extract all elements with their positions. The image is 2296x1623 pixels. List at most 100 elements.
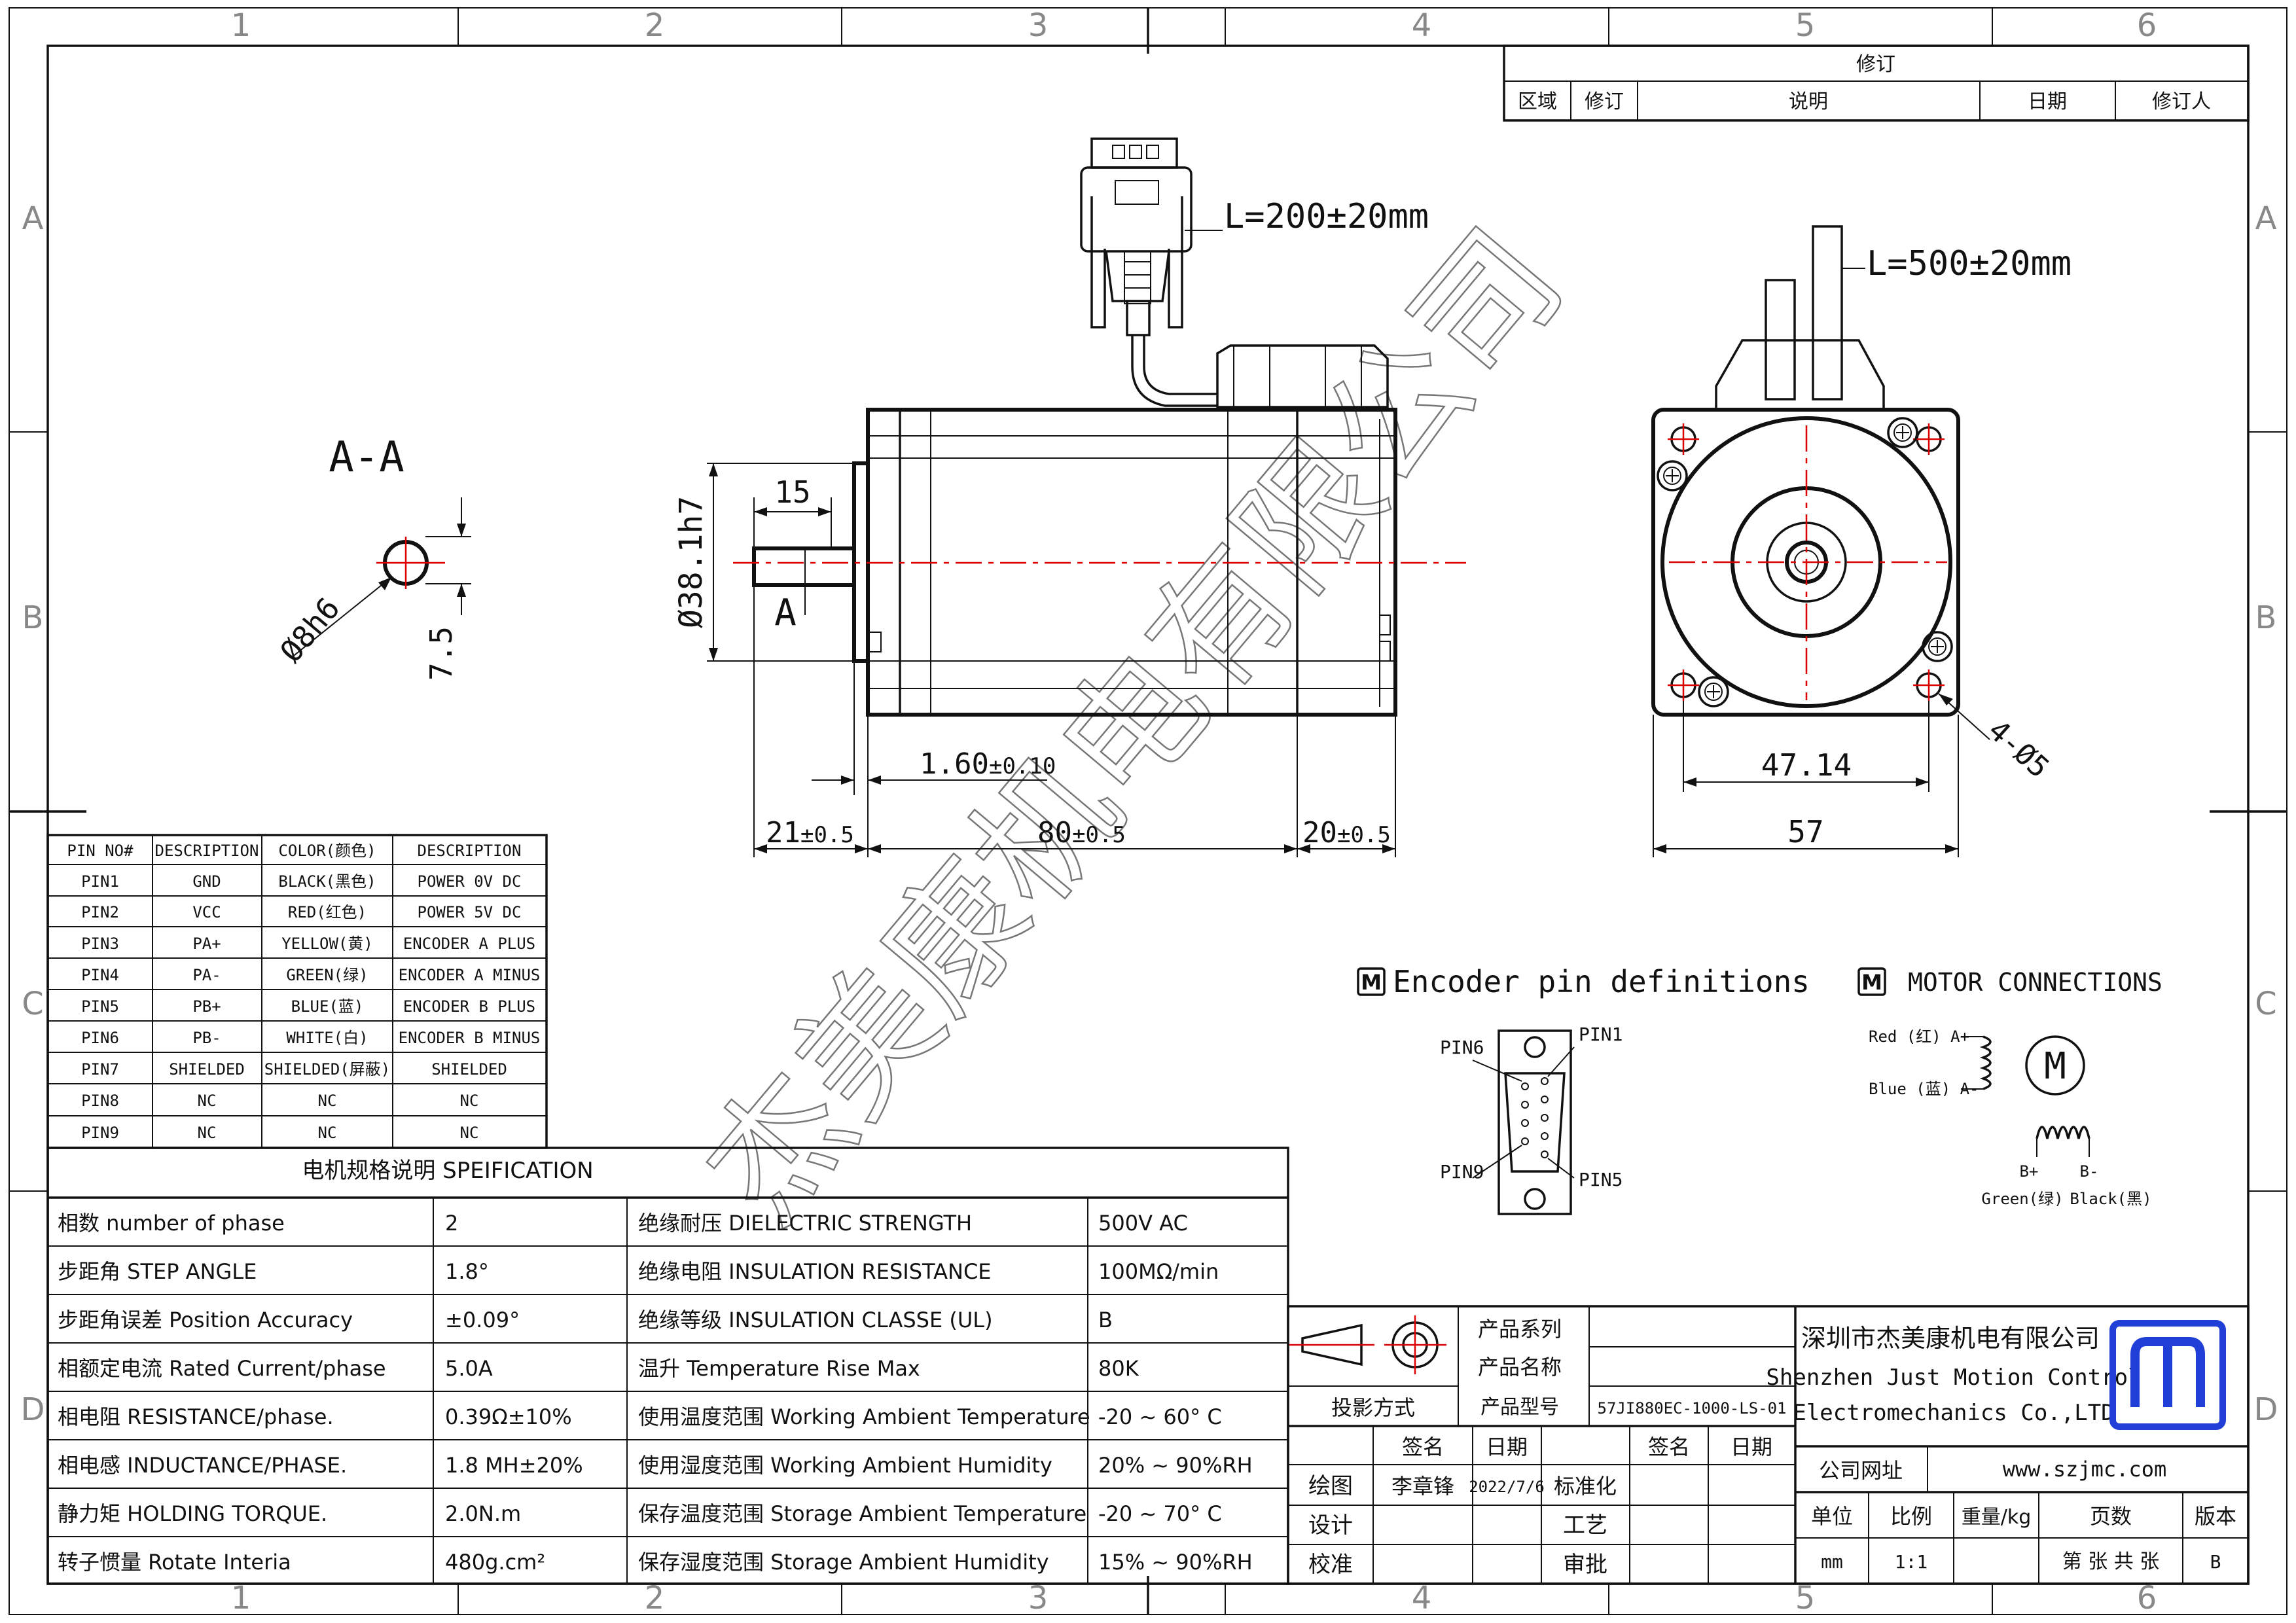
design-label: 设计 xyxy=(1308,1512,1353,1539)
spec-table-cell: -20 ~ 70° C xyxy=(1098,1501,1222,1526)
zone-col-6: 6 xyxy=(2137,7,2157,44)
spec-table-cell: 转子惯量 Rotate Interia xyxy=(58,1550,291,1575)
flange-screws xyxy=(1657,417,1953,707)
version-label: 版本 xyxy=(2195,1504,2236,1529)
pin-table-header: DESCRIPTION xyxy=(418,842,522,860)
watermark-text: 杰美康机电有限公司 xyxy=(675,201,1593,1251)
weight-label: 重量/kg xyxy=(1962,1506,2032,1529)
brand-icon-small: M xyxy=(1361,970,1382,995)
spec-table-cell: 相额定电流 Rated Current/phase xyxy=(58,1356,386,1381)
db9-connector-plug xyxy=(1080,137,1217,407)
company-name-cn: 深圳市杰美康机电有限公司 xyxy=(1801,1324,2100,1353)
check-label: 校准 xyxy=(1308,1552,1353,1578)
zone-row-c: C xyxy=(22,986,44,1022)
pin-table-cell: ENCODER A PLUS xyxy=(403,935,535,953)
pin-table-cell: PIN9 xyxy=(81,1124,119,1142)
motor-symbol xyxy=(2025,1035,2085,1096)
phase-b-minus-label: B- xyxy=(2080,1162,2099,1181)
spec-table-cell: ±0.09° xyxy=(445,1308,520,1332)
encoder-pin5-label: PIN5 xyxy=(1579,1169,1623,1190)
pin-table-cell: RED(红色) xyxy=(288,903,367,921)
spec-table-cell: 500V AC xyxy=(1098,1211,1188,1236)
zone-col-4: 4 xyxy=(1412,7,1432,44)
draw-label: 绘图 xyxy=(1308,1473,1353,1499)
motor-front-view: L=500±20mm xyxy=(1651,225,2072,857)
encoder-pin-title: Encoder pin definitions xyxy=(1393,964,1810,999)
brand-icon-small-2: M xyxy=(1861,970,1882,995)
draw-date: 2022/7/6 xyxy=(1469,1478,1545,1496)
revision-col-desc: 说明 xyxy=(1789,90,1828,113)
spec-table-cell: 5.0A xyxy=(445,1356,493,1381)
flange-size-label: 57 xyxy=(1787,814,1823,849)
pin-table-cell: YELLOW(黄) xyxy=(281,935,373,953)
flat-depth-label: 7.5 xyxy=(423,626,459,681)
pin-table-cell: SHIELDED xyxy=(431,1060,507,1079)
pin-table-cell: NC xyxy=(318,1092,337,1110)
pin-table-cell: PIN4 xyxy=(81,966,119,984)
revision-col-date: 日期 xyxy=(2028,90,2067,113)
company-name-en-1: Shenzhen Just Motion Control xyxy=(1766,1364,2141,1391)
motor-connections-title: MOTOR CONNECTIONS xyxy=(1908,968,2162,997)
pin-table-cell: PIN7 xyxy=(81,1060,119,1079)
zone-col-3-bottom: 3 xyxy=(1028,1580,1049,1616)
website-label: 公司网址 xyxy=(1819,1458,1903,1483)
pin-table-cell: SHIELDED(屏蔽) xyxy=(264,1060,391,1079)
spec-table-cell: 保存温度范围 Storage Ambient Temperature xyxy=(638,1501,1086,1526)
spec-table-cell: 20% ~ 90%RH xyxy=(1098,1453,1253,1478)
motor-connection-diagram: M MOTOR CONNECTIONS Red (红) A+ Blue (蓝) … xyxy=(1857,967,2162,1208)
unit-value: mm xyxy=(1821,1551,1843,1573)
pin-table-cell: POWER 5V DC xyxy=(418,903,522,921)
pin-table-cell: BLACK(黑色) xyxy=(278,872,376,891)
motor-shaft xyxy=(752,546,856,587)
phase-b-coil xyxy=(2036,1126,2090,1139)
scale-value: 1:1 xyxy=(1895,1551,1928,1573)
zone-col-6-bottom: 6 xyxy=(2137,1580,2157,1616)
phase-a-plus-label: Red (红) A+ xyxy=(1869,1027,1969,1046)
pin-table-cell: VCC xyxy=(192,903,221,921)
pin-table-cell: GND xyxy=(192,872,221,891)
pin-table-cell: NC xyxy=(198,1092,217,1110)
spec-table-cell: 相电阻 RESISTANCE/phase. xyxy=(58,1404,334,1429)
spec-table-cell: 步距角 STEP ANGLE xyxy=(58,1259,257,1284)
pin-table-cell: POWER 0V DC xyxy=(418,872,522,891)
section-a-a-view: A-A 7.5 Ø8h6 xyxy=(273,433,471,681)
spec-table-cell: 80K xyxy=(1098,1356,1139,1381)
pin-table-cell: NC xyxy=(198,1124,217,1142)
zone-col-5: 5 xyxy=(1795,7,1816,44)
encoder-cable-length: L=200±20mm xyxy=(1224,197,1429,236)
spec-table-cell: 相电感 INDUCTANCE/PHASE. xyxy=(58,1453,347,1478)
spec-table-title: 电机规格说明 SPEIFICATION xyxy=(302,1158,593,1184)
version-value: B xyxy=(2210,1551,2221,1573)
shaft-flat-length-label: 15 xyxy=(774,474,810,510)
spec-table-cell: 15% ~ 90%RH xyxy=(1098,1550,1253,1575)
motor-symbol-label: M xyxy=(2044,1045,2066,1088)
pin-table-cell: PIN8 xyxy=(81,1092,119,1110)
phase-b-plus-color: Green(绿) xyxy=(1981,1190,2063,1208)
pin-table-cell: WHITE(白) xyxy=(286,1029,368,1047)
process-label: 工艺 xyxy=(1563,1512,1607,1539)
spec-table-cell: 绝缘电阻 INSULATION RESISTANCE xyxy=(638,1259,992,1284)
pin-table-cell: ENCODER A MINUS xyxy=(399,966,541,984)
encoder-pin9-label: PIN9 xyxy=(1440,1161,1484,1183)
pin-table-header: COLOR(颜色) xyxy=(278,842,376,860)
motor-side-view: L=200±20mm Ø38.1h7 xyxy=(673,137,1466,857)
pin-table-cell: PA+ xyxy=(192,935,221,953)
pin-table-cell: PIN3 xyxy=(81,935,119,953)
spec-table-cell: 使用湿度范围 Working Ambient Humidity xyxy=(638,1453,1052,1478)
spec-table-cell: 绝缘等级 INSULATION CLASSE (UL) xyxy=(638,1308,993,1332)
shaft-extension-label: 21±0.5 xyxy=(766,816,854,849)
zone-col-2-bottom: 2 xyxy=(645,1580,665,1616)
section-diameter-label: Ø8h6 xyxy=(273,590,347,669)
product-model-label: 产品型号 xyxy=(1480,1396,1559,1419)
spec-table-cell: 480g.cm² xyxy=(445,1550,545,1575)
pin-table-cell: PIN5 xyxy=(81,997,119,1016)
section-title: A-A xyxy=(329,433,404,482)
spec-table-cell: 步距角误差 Position Accuracy xyxy=(58,1308,353,1332)
spec-table-cell: 1.8 MH±20% xyxy=(445,1453,583,1478)
spec-table-cell: 使用温度范围 Working Ambient Temperature xyxy=(638,1404,1090,1429)
date-header-2: 日期 xyxy=(1731,1435,1772,1459)
revision-col-author: 修订人 xyxy=(2152,90,2211,113)
zone-row-a-right: A xyxy=(2255,200,2277,237)
pin-table-cell: PB+ xyxy=(192,997,221,1016)
